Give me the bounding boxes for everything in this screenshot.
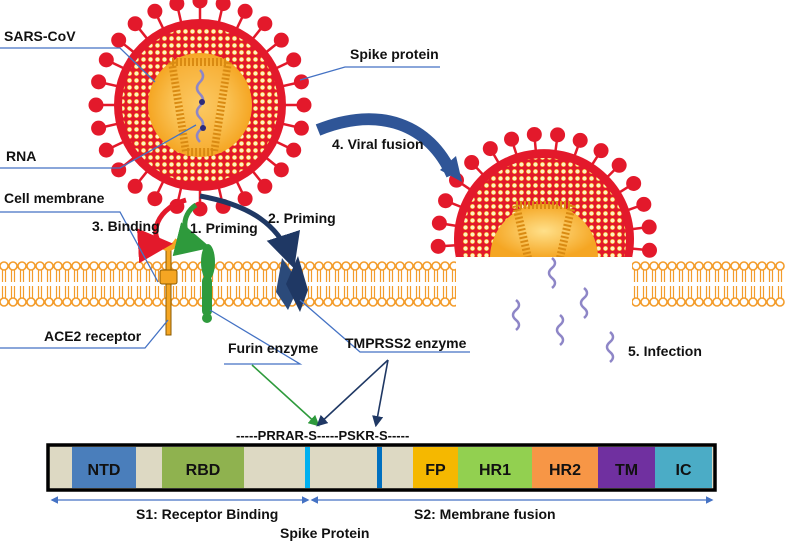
furin-enzyme-label: Furin enzyme [228, 340, 319, 356]
spike-head-icon [111, 32, 127, 48]
rna-strand-icon [195, 69, 205, 143]
cell-membrane-bilayer-left [0, 261, 459, 307]
ace2-receptor-label: ACE2 receptor [44, 328, 142, 344]
cell-membrane-label: Cell membrane [4, 190, 105, 206]
spike-head-icon [550, 127, 566, 143]
domain-label-ic: IC [676, 462, 692, 479]
spike-head-icon [641, 219, 657, 235]
spike-protein-label: Spike protein [350, 46, 439, 62]
released-rna-icons [511, 257, 615, 363]
spike-head-icon [127, 178, 143, 194]
spike-domains: NTD RBD FP HR1 HR2 TM IC [72, 447, 712, 488]
cell-membrane-bilayer-right [631, 261, 785, 307]
infection-label: 5. Infection [628, 343, 702, 359]
s2-region-label: S2: Membrane fusion [414, 506, 556, 522]
spike-head-icon [98, 142, 114, 158]
spike-head-icon [169, 0, 185, 12]
capsid-icon [167, 58, 233, 156]
binding-label: 3. Binding [92, 218, 160, 234]
spike-head-icon [273, 32, 289, 48]
spike-head-icon [482, 141, 498, 157]
priming2-label: 2. Priming [268, 210, 336, 226]
label-leaders [0, 47, 470, 365]
spike-proteins [88, 0, 312, 217]
spike-head-icon [257, 178, 273, 194]
spike-head-icon [215, 0, 231, 12]
spike-head-icon [611, 157, 627, 173]
spike-head-icon [127, 16, 143, 32]
spike-head-icon [626, 175, 642, 191]
priming1-arrow [172, 202, 211, 257]
domain-label-ntd: NTD [88, 462, 121, 479]
spike-head-icon [293, 120, 309, 136]
domain-hr1 [458, 447, 532, 488]
domain-label-fp: FP [425, 462, 446, 479]
sars-cov-label: SARS-CoV [4, 28, 76, 44]
viral-fusion-arrowhead [440, 156, 462, 182]
spike-head-icon [286, 52, 302, 68]
spike-head-icon [111, 162, 127, 178]
spike-head-icon [636, 196, 652, 212]
spike-head-icon [237, 3, 253, 19]
spike-head-icon [88, 97, 104, 113]
domain-hr2 [532, 447, 598, 488]
viral-fusion-arrow [315, 113, 458, 178]
spike-head-icon [504, 131, 520, 147]
furin-cleavage-site [305, 447, 310, 488]
spike-head-icon [98, 52, 114, 68]
binding-arrow [136, 197, 187, 264]
rna-label: RNA [6, 148, 37, 164]
domain-ic [655, 447, 712, 488]
spike-head-icon [257, 16, 273, 32]
domain-tm [598, 447, 655, 488]
fusing-spike-proteins [430, 126, 658, 258]
viral-fusion-label: 4. Viral fusion [332, 136, 424, 152]
spike-head-icon [293, 74, 309, 90]
spike-head-icon [438, 193, 454, 209]
spike-head-icon [572, 132, 588, 148]
priming2-arrow [199, 193, 300, 269]
spike-head-icon [431, 215, 447, 231]
spike-head-icon [91, 120, 107, 136]
domain-label-rbd: RBD [186, 462, 221, 479]
sars-cov-virion [88, 0, 312, 217]
tmprss2-cleavage-arrow-1 [316, 359, 389, 427]
tmprss2-enzyme-label: TMPRSS2 enzyme [345, 335, 467, 351]
spike-head-icon [286, 142, 302, 158]
spike-head-icon [593, 143, 609, 159]
domain-ntd [72, 447, 136, 488]
tmprss2-cleavage-site [377, 447, 382, 488]
spike-head-icon [296, 97, 312, 113]
domain-label-tm: TM [615, 462, 638, 479]
priming1-label: 1. Priming [190, 220, 258, 236]
spike-head-icon [273, 162, 289, 178]
domain-label-hr1: HR1 [479, 462, 511, 479]
tmprss2-enzyme-icon [276, 256, 308, 312]
fusing-virion [430, 126, 658, 317]
fusing-capsid-icon [512, 201, 578, 259]
s1-region-label: S1: Receptor Binding [136, 506, 279, 522]
domain-fp [413, 447, 458, 488]
spike-head-icon [147, 191, 163, 207]
domain-label-hr2: HR2 [549, 462, 581, 479]
furin-cleavage-arrow [251, 364, 320, 427]
spike-head-icon [192, 201, 208, 217]
spike-head-icon [464, 155, 480, 171]
spike-head-icon [192, 0, 208, 9]
spike-head-icon [147, 3, 163, 19]
cleavage-sequence-label: -----PRRAR-S-----PSKR-S----- [236, 428, 410, 443]
spike-head-icon [642, 242, 658, 258]
spike-protein-title: Spike Protein [280, 525, 370, 541]
spike-head-icon [91, 74, 107, 90]
spike-head-icon [237, 191, 253, 207]
domain-rbd [162, 447, 244, 488]
spike-head-icon [526, 126, 542, 142]
spike-head-icon [430, 238, 446, 254]
tmprss2-cleavage-arrow-2 [372, 359, 389, 428]
